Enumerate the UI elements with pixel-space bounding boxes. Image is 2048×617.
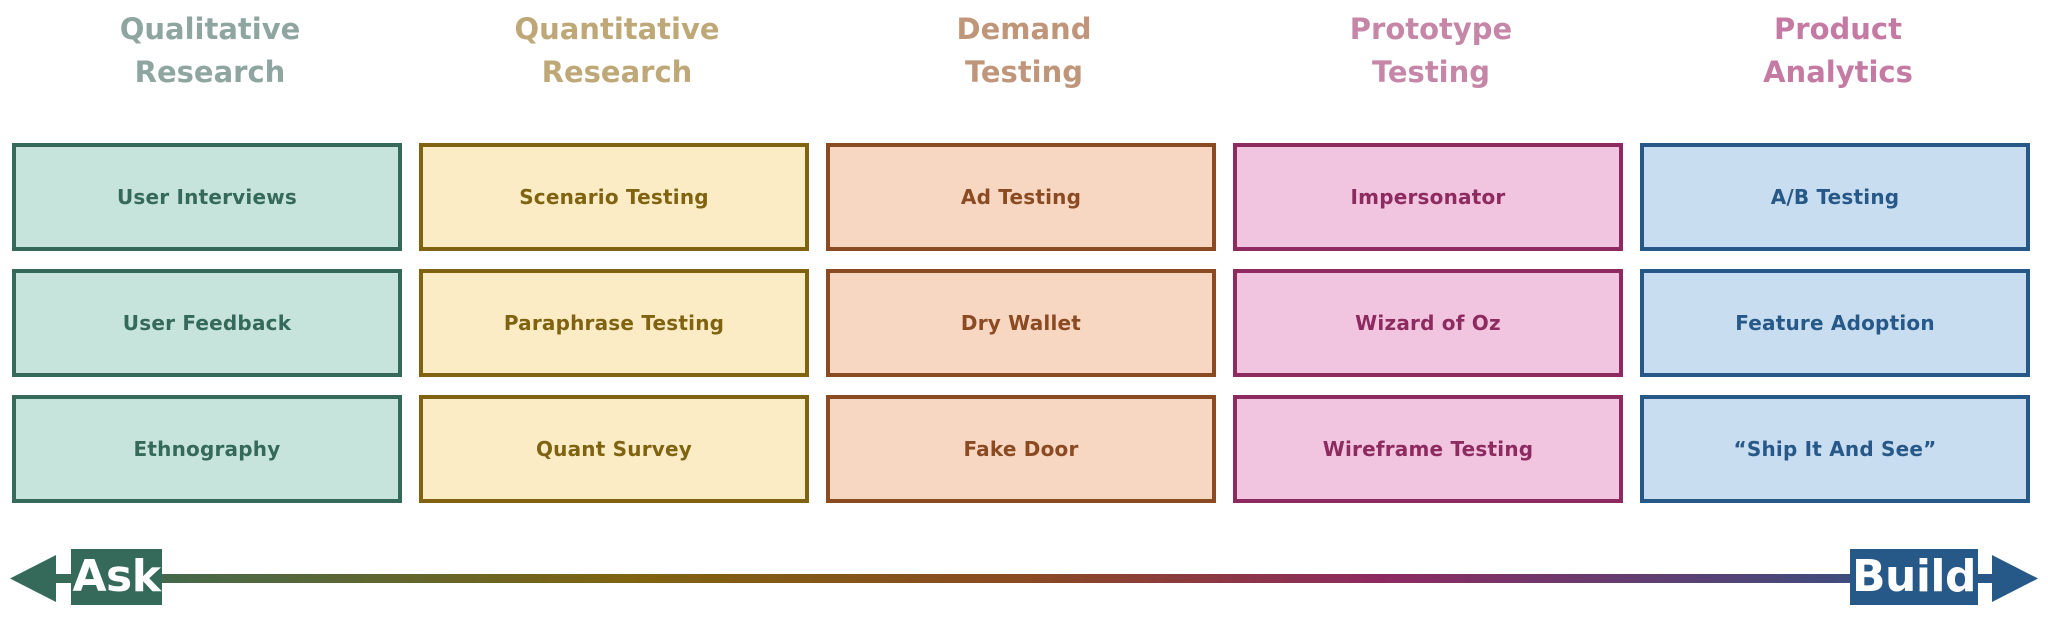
build-label: Build (1850, 549, 1978, 605)
column-header-line: Research (134, 55, 286, 89)
method-box: Quant Survey (419, 395, 809, 503)
left-arrowhead-icon (10, 555, 56, 602)
column-header-line: Quantitative (514, 12, 720, 46)
column-header-line: Prototype (1349, 12, 1513, 46)
column-header: Quantitative Research (419, 8, 815, 94)
method-box: User Feedback (12, 269, 402, 377)
column-header-line: Research (541, 55, 693, 89)
column-header: Demand Testing (826, 8, 1222, 94)
method-box: Wireframe Testing (1233, 395, 1623, 503)
method-box: Impersonator (1233, 143, 1623, 251)
column-header: Product Analytics (1640, 8, 2036, 94)
column-header: Qualitative Research (12, 8, 408, 94)
column-header-line: Product (1774, 12, 1902, 46)
ask-label: Ask (71, 549, 162, 605)
method-box: Fake Door (826, 395, 1216, 503)
column-header-line: Qualitative (119, 12, 301, 46)
column-header-line: Analytics (1763, 55, 1913, 89)
method-box: Ethnography (12, 395, 402, 503)
ask-build-axis (10, 555, 2038, 602)
right-arrowhead-icon (1992, 555, 2038, 602)
axis-line (40, 574, 2008, 583)
method-box: Paraphrase Testing (419, 269, 809, 377)
column-header: Prototype Testing (1233, 8, 1629, 94)
method-box: Dry Wallet (826, 269, 1216, 377)
column-header-line: Testing (1371, 55, 1491, 89)
column-header-line: Testing (964, 55, 1084, 89)
method-box: User Interviews (12, 143, 402, 251)
method-box: Ad Testing (826, 143, 1216, 251)
method-box: A/B Testing (1640, 143, 2030, 251)
method-box: “Ship It And See” (1640, 395, 2030, 503)
method-box: Feature Adoption (1640, 269, 2030, 377)
column-header-line: Demand (956, 12, 1092, 46)
method-box: Wizard of Oz (1233, 269, 1623, 377)
method-box: Scenario Testing (419, 143, 809, 251)
